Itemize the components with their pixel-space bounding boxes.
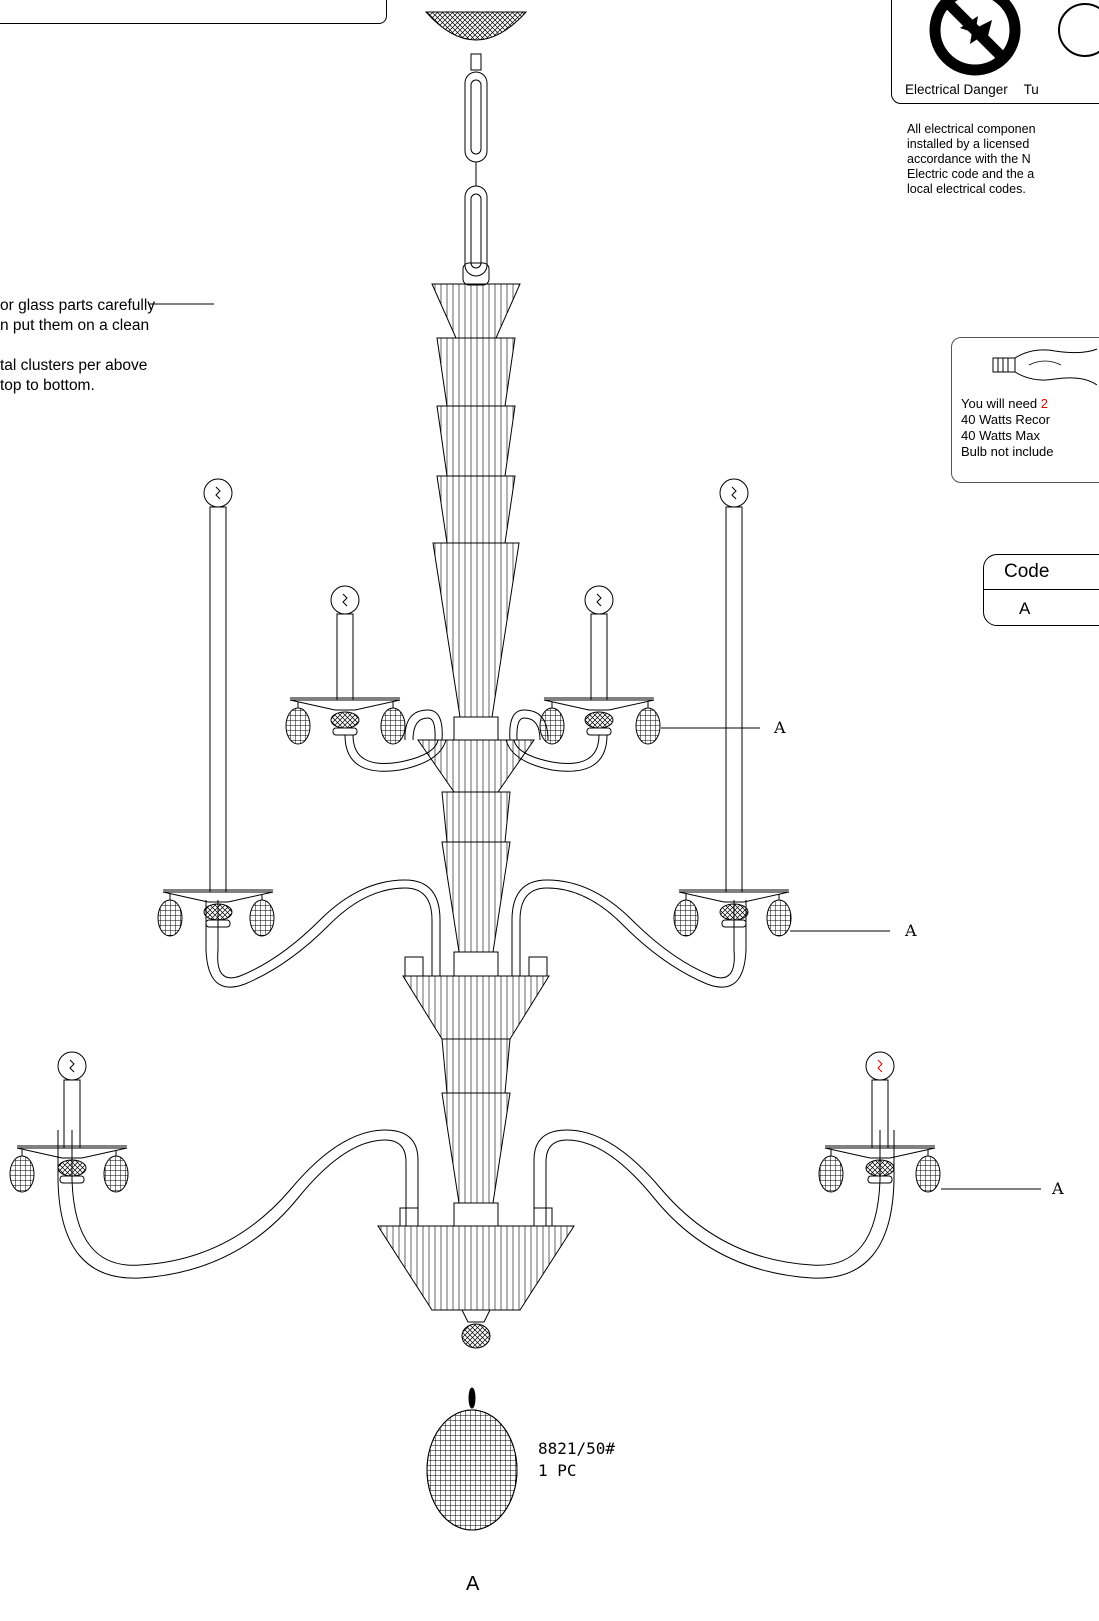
bulb-requirements: You will need 2 40 Watts Recor 40 Watts … — [961, 396, 1054, 460]
callout-label: A — [905, 921, 917, 940]
crystal-pendant — [380, 707, 406, 745]
crystal-pendant — [157, 899, 183, 937]
glass-knot — [330, 711, 360, 729]
bulb-line-need: You will need 2 — [961, 396, 1054, 412]
code-value: A — [1019, 599, 1031, 618]
code-header: Code — [1004, 561, 1050, 582]
bulb-filament — [342, 593, 348, 607]
bobeche — [678, 891, 790, 903]
bulb-line-max: 40 Watts Max — [961, 428, 1040, 443]
part-label: A — [466, 1573, 480, 1595]
candle — [590, 613, 608, 701]
callout-label: A — [1052, 1179, 1064, 1198]
bobeche — [289, 699, 401, 711]
bulb-filament — [877, 1059, 883, 1073]
bobeche — [543, 699, 655, 711]
crystal-pendant — [9, 1155, 35, 1193]
crystal-pendant — [915, 1155, 941, 1193]
note-line: installed by a licensed — [907, 137, 1030, 151]
bobeche — [824, 1147, 936, 1159]
candle — [725, 506, 743, 893]
note-line: accordance with the N — [907, 152, 1031, 166]
instruction-line: tal clusters per above — [0, 357, 148, 374]
candle — [209, 506, 227, 893]
warning-panel — [891, 0, 1099, 104]
top-instruction-box — [0, 0, 387, 24]
crystal-pendant — [249, 899, 275, 937]
instruction-underline — [150, 303, 214, 305]
warning-labels: Electrical Danger Tu — [905, 82, 1039, 97]
bulb-filament — [596, 593, 602, 607]
crystal-pendant — [285, 707, 311, 745]
glass-knot — [865, 1159, 895, 1177]
crystal-pendant — [635, 707, 661, 745]
no-electrical-danger-icon — [929, 0, 1099, 76]
part-code: 8821/50# — [538, 1439, 616, 1458]
instruction-line: top to bottom. — [0, 377, 95, 394]
bulb-line-recommended: 40 Watts Recor — [961, 412, 1051, 427]
bobeche — [162, 891, 274, 903]
instruction-line: or glass parts carefully — [0, 297, 156, 314]
bulb-line-not-included: Bulb not include — [961, 444, 1054, 459]
assembly-instructions: or glass parts carefully n put them on a… — [0, 296, 155, 396]
callout-label: A — [774, 718, 786, 737]
glass-knot — [584, 711, 614, 729]
crystal-pendant — [766, 899, 792, 937]
glass-knot — [57, 1159, 87, 1177]
crystal-pendant — [673, 899, 699, 937]
bulb-need-text: You will need — [961, 396, 1041, 411]
crystal-pendant — [818, 1155, 844, 1193]
warning-label-tu: Tu — [1023, 82, 1039, 97]
bulb-filament — [215, 486, 221, 500]
light-bulb-icon — [992, 348, 1098, 386]
glass-knot — [203, 903, 233, 921]
note-line: Electric code and the a — [907, 167, 1035, 181]
crystal-pendant — [103, 1155, 129, 1193]
bulb-filament — [731, 486, 737, 500]
part-quantity: 1 PC — [538, 1461, 577, 1480]
instruction-line: n put them on a clean — [0, 317, 150, 334]
note-line: All electrical componen — [907, 122, 1036, 136]
note-line: local electrical codes. — [907, 182, 1026, 196]
warning-label-electrical: Electrical Danger — [905, 82, 1008, 97]
glass-knot — [719, 903, 749, 921]
bobeche — [16, 1147, 128, 1159]
crystal-pendant — [539, 707, 565, 745]
part-info: 8821/50# 1 PC — [538, 1438, 615, 1482]
parts-code-table — [983, 554, 1099, 626]
bulb-filament — [69, 1059, 75, 1073]
electrical-note: All electrical componen installed by a l… — [907, 122, 1036, 197]
candle — [336, 613, 354, 701]
bulb-count: 2 — [1040, 396, 1048, 411]
code-table-divider — [984, 589, 1099, 590]
crystal-pendant-icon — [426, 1387, 518, 1531]
bulb-panel — [951, 337, 1099, 483]
